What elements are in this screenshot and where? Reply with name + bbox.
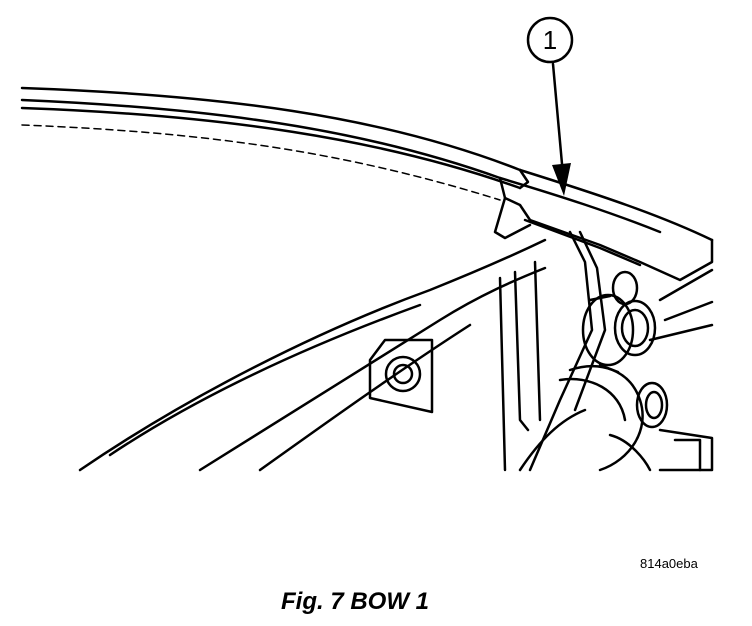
- lower-linkage: [568, 365, 644, 472]
- vertical-post: [513, 270, 530, 432]
- pivot-bushing: [581, 293, 635, 367]
- callout-leader-line: [551, 62, 565, 177]
- bolt-head-outer: [384, 355, 422, 393]
- roof-bow-outer-edge: [20, 86, 714, 242]
- callout-arrowhead: [552, 163, 571, 196]
- figure-code: 814a0eba: [640, 556, 698, 571]
- right-frame: [658, 268, 714, 302]
- hinge-bracket-arm: [78, 238, 547, 472]
- mounting-plate: [368, 338, 434, 414]
- callout-circle: [526, 16, 574, 64]
- pivot-link: [528, 230, 594, 472]
- lower-pivot-bolt: [635, 381, 669, 429]
- weatherstrip-channel: [20, 106, 522, 190]
- callout-number: 1: [543, 25, 557, 55]
- bow-end-bracket: [498, 176, 714, 282]
- upper-pivot-bolt: [611, 270, 639, 306]
- figure-caption: Fig. 7 BOW 1: [281, 588, 430, 615]
- bow-dashed-line: [21, 124, 501, 201]
- roof-bow-inner-edge: [20, 98, 662, 234]
